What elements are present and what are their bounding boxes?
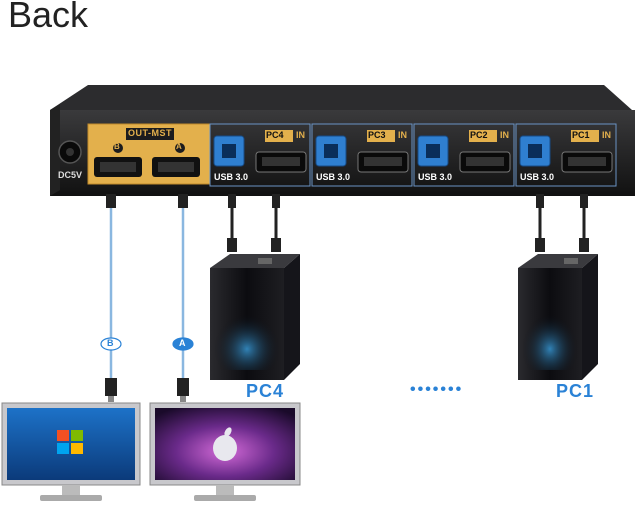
output-panel xyxy=(87,123,211,185)
input-suffix-pc4: IN xyxy=(296,130,305,140)
input-label-pc2: PC2 xyxy=(470,130,488,140)
input-suffix-pc2: IN xyxy=(500,130,509,140)
input-groups xyxy=(209,123,617,187)
cable-tag-b xyxy=(100,337,122,351)
output-cables xyxy=(105,194,189,402)
displayport-ports xyxy=(255,151,613,173)
input-label-pc4: PC4 xyxy=(266,130,284,140)
usb-label-pc4: USB 3.0 xyxy=(214,172,249,182)
cable-tag-a xyxy=(172,337,194,351)
pc4-cables xyxy=(227,194,281,252)
usb-label-pc2: USB 3.0 xyxy=(418,172,453,182)
computer-label-pc1: PC1 xyxy=(556,381,595,401)
monitor-mac xyxy=(149,402,301,501)
apple-logo xyxy=(213,427,237,461)
cable-tag-a-letter: A xyxy=(179,338,186,348)
input-label-pc3: PC3 xyxy=(368,130,386,140)
power-label: DC5V xyxy=(58,170,83,180)
input-label-pc1: PC1 xyxy=(572,130,590,140)
power-jack xyxy=(58,140,82,164)
pc1-cables xyxy=(535,194,589,252)
computer-tower-pc1 xyxy=(518,254,598,380)
computer-label-pc4: PC4 xyxy=(246,381,285,401)
cable-tag-b-letter: B xyxy=(107,338,114,348)
usb-label-pc1: USB 3.0 xyxy=(520,172,555,182)
input-suffix-pc3: IN xyxy=(398,130,407,140)
ellipsis-dots: ••••••• xyxy=(410,381,464,398)
input-suffix-pc1: IN xyxy=(602,130,611,140)
windows-logo xyxy=(57,430,83,454)
monitor-windows xyxy=(1,402,141,501)
usb-label-pc3: USB 3.0 xyxy=(316,172,351,182)
diagram-title: Back xyxy=(8,0,89,35)
usb-ports xyxy=(213,135,551,167)
output-port-b-letter: B xyxy=(114,142,120,151)
output-group-label: OUT-MST xyxy=(128,128,172,138)
output-port-a-letter: A xyxy=(176,142,182,151)
computer-tower-pc4 xyxy=(210,254,300,380)
input-label-tags xyxy=(265,130,599,142)
cable-tags xyxy=(100,337,194,351)
